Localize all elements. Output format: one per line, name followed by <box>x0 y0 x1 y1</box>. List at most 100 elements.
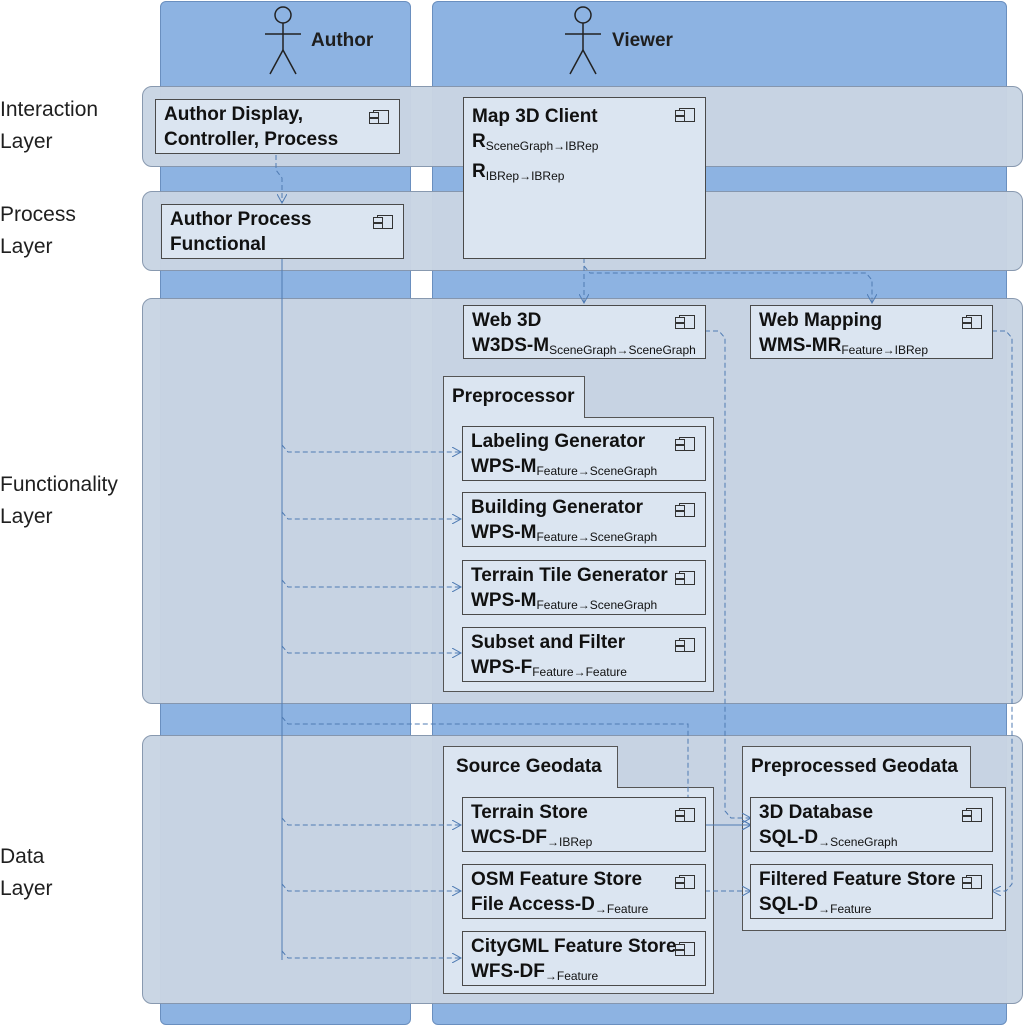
edge-to-terrain-store <box>281 817 461 825</box>
webmapping-name: Web Mapping <box>759 310 883 331</box>
labeling-generator-signature: WPS-MFeature→SceneGraph <box>471 454 697 484</box>
component-icon <box>962 315 982 329</box>
webmapping-signature-sub: Feature→IBRep <box>841 343 929 357</box>
subset-signature-main: WPS-F <box>471 657 533 678</box>
osm-feature-store-signature: File Access-D→Feature <box>471 892 697 922</box>
map3d-render-1-sub: SceneGraph→IBRep <box>485 139 599 153</box>
edge-to-citygml-store <box>281 950 461 958</box>
viewer-actor-icon <box>565 6 601 75</box>
osm-store-signature-sub: →Feature <box>594 902 649 916</box>
viewer-lane-title: Viewer <box>612 30 673 51</box>
3d-database-signature-main: SQL-D <box>759 827 819 848</box>
component-icon <box>675 503 695 517</box>
component-icon <box>675 638 695 652</box>
edge-to-terrain-tile <box>281 579 461 587</box>
building-generator-name: Building Generator <box>471 497 644 518</box>
web3d-component: Web 3D W3DS-MSceneGraph→SceneGraph <box>463 305 706 359</box>
subset-signature-sub: Feature→Feature <box>532 665 627 679</box>
component-icon <box>675 108 695 122</box>
building-generator-signature: WPS-MFeature→SceneGraph <box>471 520 697 550</box>
component-icon <box>675 808 695 822</box>
author-process-component: Author Process Functional <box>161 204 404 259</box>
terrain-store-name: Terrain Store <box>471 802 588 823</box>
preprocessor-package-label: Preprocessor <box>443 376 585 418</box>
component-icon <box>675 571 695 585</box>
component-icon <box>675 437 695 451</box>
map3d-render-1-main: R <box>472 131 486 152</box>
filtered-feature-store-name: Filtered Feature Store <box>759 869 956 890</box>
component-icon <box>675 942 695 956</box>
citygml-store-signature-sub: →Feature <box>544 969 599 983</box>
terrain-store-signature-sub: →IBRep <box>546 835 593 849</box>
subset-filter-component: Subset and Filter WPS-FFeature→Feature <box>462 627 706 682</box>
author-actor-icon <box>265 6 301 75</box>
filtered-store-signature-main: SQL-D <box>759 894 819 915</box>
interaction-layer-label: Interaction Layer <box>0 98 99 153</box>
edge-webmapping-to-filtered <box>992 330 1013 891</box>
author-process-name: Author Process Functional <box>170 209 312 255</box>
web3d-signature-sub: SceneGraph→SceneGraph <box>549 343 696 357</box>
preprocessed-geodata-package-label: Preprocessed Geodata <box>742 746 971 788</box>
terrain-store-signature: WCS-DF→IBRep <box>471 825 697 855</box>
terrain-store-component: Terrain Store WCS-DF→IBRep <box>462 797 706 852</box>
citygml-feature-store-signature: WFS-DF→Feature <box>471 959 697 989</box>
webmapping-signature: WMS-MRFeature→IBRep <box>759 333 984 363</box>
author-display-name: Author Display, Controller, Process <box>164 104 339 150</box>
component-icon <box>675 875 695 889</box>
labeling-signature-sub: Feature→SceneGraph <box>536 464 658 478</box>
labeling-generator-component: Labeling Generator WPS-MFeature→SceneGra… <box>462 426 706 481</box>
map3d-render-2-main: R <box>472 161 486 182</box>
source-geodata-package-label: Source Geodata <box>443 746 618 788</box>
terrain-tile-signature-sub: Feature→SceneGraph <box>536 598 658 612</box>
building-generator-component: Building Generator WPS-MFeature→SceneGra… <box>462 492 706 547</box>
edge-to-osm-store <box>281 883 461 891</box>
author-lane-title: Author <box>311 30 374 51</box>
webmapping-signature-main: WMS-MR <box>759 335 842 356</box>
3d-database-component: 3D Database SQL-D→SceneGraph <box>750 797 993 852</box>
terrain-tile-generator-signature: WPS-MFeature→SceneGraph <box>471 588 697 618</box>
component-icon <box>675 315 695 329</box>
building-signature-sub: Feature→SceneGraph <box>536 530 658 544</box>
subset-filter-signature: WPS-FFeature→Feature <box>471 655 697 685</box>
edge-to-labeling <box>281 444 461 452</box>
edge-to-building <box>281 511 461 519</box>
filtered-store-signature-sub: →Feature <box>818 902 872 916</box>
citygml-feature-store-component: CityGML Feature Store WFS-DF→Feature <box>462 931 706 986</box>
osm-feature-store-name: OSM Feature Store <box>471 869 643 890</box>
terrain-tile-generator-component: Terrain Tile Generator WPS-MFeature→Scen… <box>462 560 706 615</box>
osm-feature-store-component: OSM Feature Store File Access-D→Feature <box>462 864 706 919</box>
osm-store-signature-main: File Access-D <box>471 894 595 915</box>
subset-filter-name: Subset and Filter <box>471 632 626 653</box>
map3d-client-component: Map 3D Client RSceneGraph→IBRep RIBRep→I… <box>463 97 706 259</box>
terrain-tile-signature-main: WPS-M <box>471 590 537 611</box>
component-icon <box>369 110 389 124</box>
component-icon <box>962 808 982 822</box>
edge-web3d-to-3ddb <box>705 330 751 818</box>
filtered-feature-store-component: Filtered Feature Store SQL-D→Feature <box>750 864 993 919</box>
labeling-signature-main: WPS-M <box>471 456 537 477</box>
edge-map3d-to-webmapping <box>583 265 872 303</box>
citygml-feature-store-name: CityGML Feature Store <box>471 936 677 957</box>
3d-database-signature-sub: →SceneGraph <box>818 835 898 849</box>
building-signature-main: WPS-M <box>471 522 537 543</box>
map3d-client-name: Map 3D Client <box>472 106 598 127</box>
edge-to-subset <box>281 645 461 653</box>
3d-database-signature: SQL-D→SceneGraph <box>759 825 984 855</box>
component-icon <box>962 875 982 889</box>
3d-database-name: 3D Database <box>759 802 874 823</box>
edge-display-to-process <box>275 155 282 203</box>
author-display-component: Author Display, Controller, Process <box>155 99 400 154</box>
web3d-name: Web 3D <box>472 310 542 331</box>
functionality-layer-label: Functionality Layer <box>0 473 118 528</box>
filtered-feature-store-signature: SQL-D→Feature <box>759 892 984 922</box>
web3d-signature: W3DS-MSceneGraph→SceneGraph <box>472 333 697 363</box>
map3d-render-1: RSceneGraph→IBRep <box>472 129 697 159</box>
terrain-tile-generator-name: Terrain Tile Generator <box>471 565 668 586</box>
map3d-render-2: RIBRep→IBRep <box>472 159 697 189</box>
terrain-store-signature-main: WCS-DF <box>471 827 547 848</box>
data-layer-label: Data Layer <box>0 845 53 900</box>
component-icon <box>373 215 393 229</box>
labeling-generator-name: Labeling Generator <box>471 431 646 452</box>
map3d-render-2-sub: IBRep→IBRep <box>485 169 565 183</box>
citygml-store-signature-main: WFS-DF <box>471 961 545 982</box>
